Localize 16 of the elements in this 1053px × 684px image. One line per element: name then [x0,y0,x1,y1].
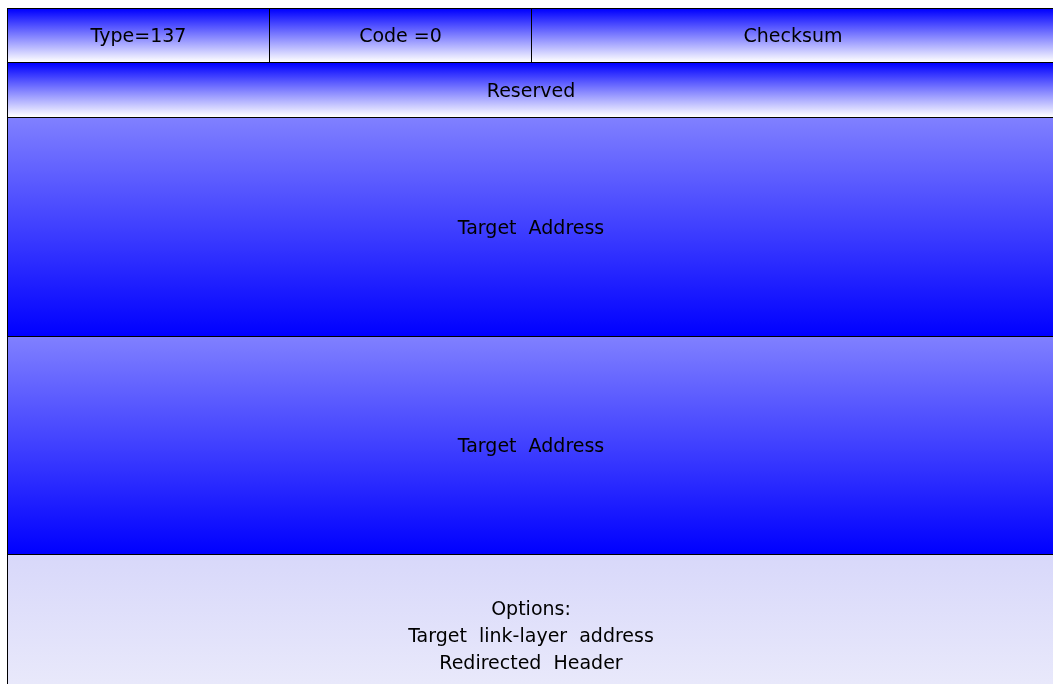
field-label: Type=137 [90,23,187,48]
packet-field [7,336,1053,555]
field-label: Code =0 [359,23,442,48]
packet-field [531,8,1053,63]
packet-field [7,8,270,63]
field-label: Target Address [457,433,605,458]
packet-field [269,8,532,63]
packet-field [7,554,1053,684]
field-label: Target Address [457,214,605,240]
field-label: Redirected Header [439,650,623,675]
packet-field [7,117,1053,337]
field-label: Reserved [486,77,576,103]
field-label: Options: [491,596,571,621]
packet-field [7,62,1053,118]
field-label: Checksum [743,23,843,48]
field-label: Target link-layer address [408,623,654,648]
